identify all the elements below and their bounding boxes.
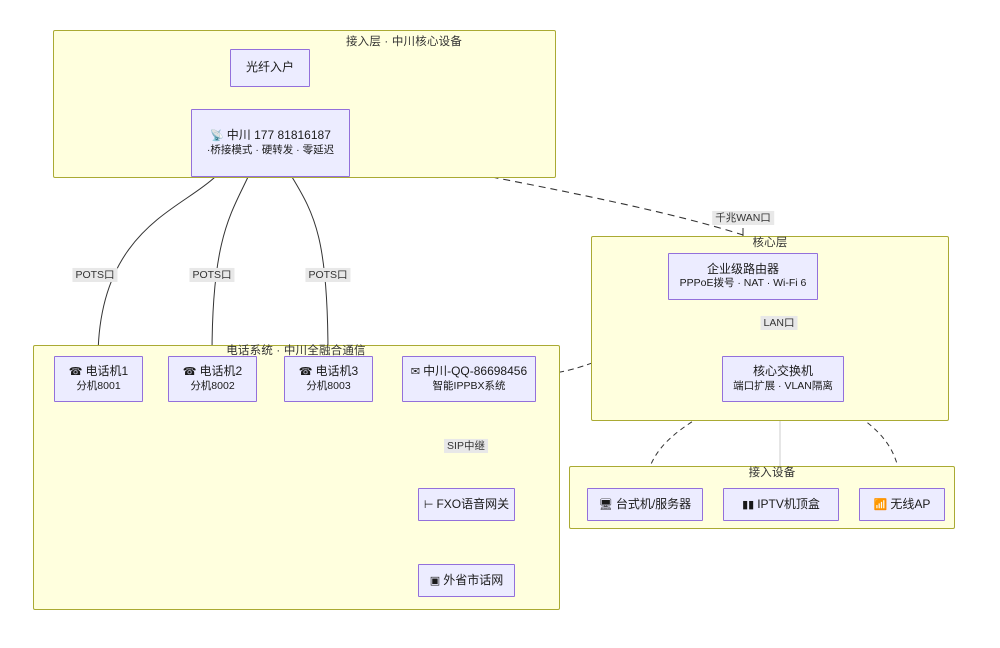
- node-fxo-gateway[interactable]: ⊢FXO语音网关: [418, 488, 515, 521]
- node-phone-3-title: ☎电话机3: [298, 364, 359, 379]
- phone-icon: ☎: [298, 366, 313, 379]
- node-phone-2-ext: 分机8002: [190, 379, 235, 392]
- node-fiber-entry[interactable]: 光纤入户: [230, 49, 310, 87]
- node-wireless-ap[interactable]: 📶无线AP: [859, 488, 945, 521]
- node-ippbx-title: ✉中川-QQ-86698456: [410, 364, 528, 379]
- pbx-icon: ✉: [410, 366, 421, 379]
- node-ont-router[interactable]: 📡中川 177 81816187 ·桥接模式 · 硬转发 · 零延迟: [191, 109, 350, 177]
- monitor-icon: 🖥: [598, 498, 613, 511]
- cluster-phone-system-label: 电话系统 · 中川全融合通信: [226, 345, 366, 357]
- node-pstn[interactable]: ▣外省市话网: [418, 564, 515, 597]
- cluster-access-devices-label: 接入设备: [748, 467, 796, 479]
- edge-label-sip-trunk: SIP中继: [444, 438, 488, 454]
- gateway-icon: ⊢: [423, 498, 434, 511]
- pstn-icon: ▣: [429, 574, 441, 587]
- node-phone-3-ext: 分机8003: [306, 379, 351, 392]
- tv-icon: ▮▮: [742, 498, 755, 511]
- node-phone-2[interactable]: ☎电话机2 分机8002: [168, 356, 257, 402]
- node-desktop-server[interactable]: 🖥台式机/服务器: [587, 488, 703, 521]
- node-phone-1[interactable]: ☎电话机1 分机8001: [54, 356, 143, 402]
- wifi-icon: 📶: [873, 498, 888, 511]
- node-ippbx-subtitle: 智能IPPBX系统: [432, 379, 506, 392]
- edge-ont-to-phone3: [291, 176, 331, 356]
- node-iptv-box-label: ▮▮IPTV机顶盒: [742, 496, 820, 511]
- node-core-switch[interactable]: 核心交换机 端口扩展 · VLAN隔离: [722, 356, 844, 402]
- node-ont-router-title: 📡中川 177 81816187: [210, 128, 331, 143]
- phone-icon: ☎: [68, 366, 83, 379]
- node-fiber-entry-label: 光纤入户: [245, 60, 294, 75]
- phone-icon: ☎: [182, 366, 197, 379]
- edge-ont-to-phone1: [95, 176, 216, 356]
- router-icon: 📡: [210, 130, 224, 143]
- node-phone-2-title: ☎电话机2: [182, 364, 243, 379]
- node-phone-1-ext: 分机8001: [76, 379, 121, 392]
- node-enterprise-router[interactable]: 企业级路由器 PPPoE拨号 · NAT · Wi-Fi 6: [668, 253, 818, 300]
- node-iptv-box[interactable]: ▮▮IPTV机顶盒: [723, 488, 839, 521]
- edge-ont-to-phone2: [209, 176, 249, 356]
- node-core-switch-title: 核心交换机: [752, 364, 813, 379]
- node-enterprise-router-title: 企业级路由器: [706, 261, 779, 276]
- node-fxo-gateway-label: ⊢FXO语音网关: [423, 496, 510, 511]
- node-phone-3[interactable]: ☎电话机3 分机8003: [284, 356, 373, 402]
- node-desktop-server-label: 🖥台式机/服务器: [598, 496, 692, 511]
- edge-label-pots-1: POTS口: [72, 267, 118, 283]
- node-ont-router-subtitle: ·桥接模式 · 硬转发 · 零延迟: [206, 143, 335, 156]
- node-enterprise-router-subtitle: PPPoE拨号 · NAT · Wi-Fi 6: [679, 277, 807, 290]
- node-core-switch-subtitle: 端口扩展 · VLAN隔离: [733, 379, 833, 392]
- node-wireless-ap-label: 📶无线AP: [873, 496, 931, 511]
- node-ippbx[interactable]: ✉中川-QQ-86698456 智能IPPBX系统: [402, 356, 536, 402]
- edge-label-pots-2: POTS口: [189, 267, 235, 283]
- edge-label-lan: LAN口: [760, 315, 798, 331]
- cluster-access-layer-label: 接入层 · 中川核心设备: [345, 36, 463, 48]
- edge-label-pots-3: POTS口: [305, 267, 351, 283]
- edge-label-gigabit-wan: 千兆WAN口: [712, 210, 774, 226]
- cluster-core-layer-label: 核心层: [752, 237, 788, 249]
- node-phone-1-title: ☎电话机1: [68, 364, 129, 379]
- node-pstn-label: ▣外省市话网: [429, 572, 504, 587]
